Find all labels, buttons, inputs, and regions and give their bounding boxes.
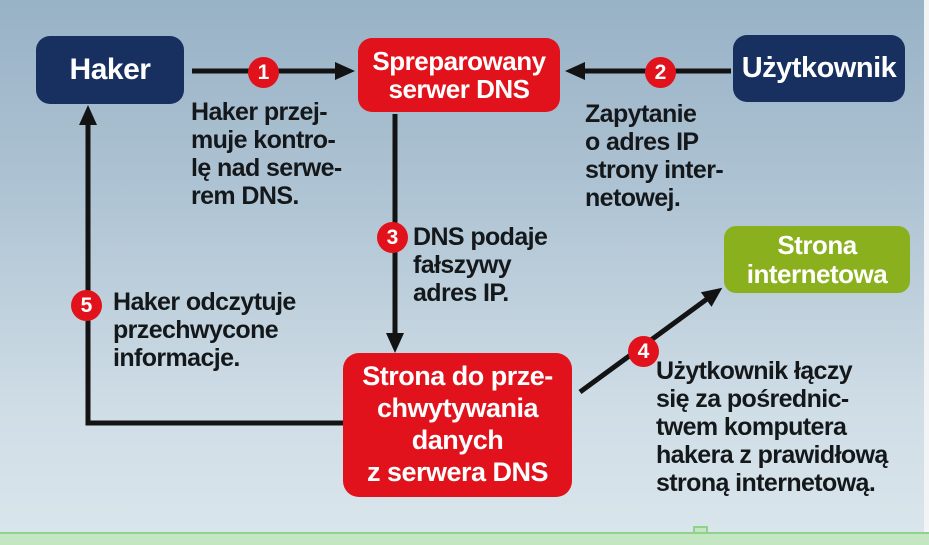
node-user: Użytkownik <box>733 35 905 102</box>
step-2-badge: 2 <box>645 57 676 88</box>
step-4-text: Użytkownik łączy się za pośrednic- twem … <box>656 357 888 497</box>
arrow-5-capture-to-haker <box>79 105 343 426</box>
step-5-badge: 5 <box>71 290 102 321</box>
node-fake-dns-server: Spreparowany serwer DNS <box>358 38 560 112</box>
node-haker: Haker <box>36 36 184 104</box>
step-4-badge: 4 <box>628 336 659 367</box>
footer-band <box>0 532 929 545</box>
node-website: Strona internetowa <box>724 226 910 293</box>
right-edge-strip <box>924 0 929 545</box>
footer-band-tab <box>693 526 708 534</box>
step-1-text: Haker przej- muje kontro- lę nad serwe- … <box>191 98 342 210</box>
step-2-text: Zapytanie o adres IP strony inter- netow… <box>585 100 724 212</box>
step-5-text: Haker odczytuje przechwycone informacje. <box>113 288 296 372</box>
node-capture-site: Strona do prze- chwytywania danych z ser… <box>343 353 572 497</box>
step-3-badge: 3 <box>377 222 408 253</box>
step-1-badge: 1 <box>248 57 279 88</box>
step-3-text: DNS podaje fałszywy adres IP. <box>413 223 548 307</box>
